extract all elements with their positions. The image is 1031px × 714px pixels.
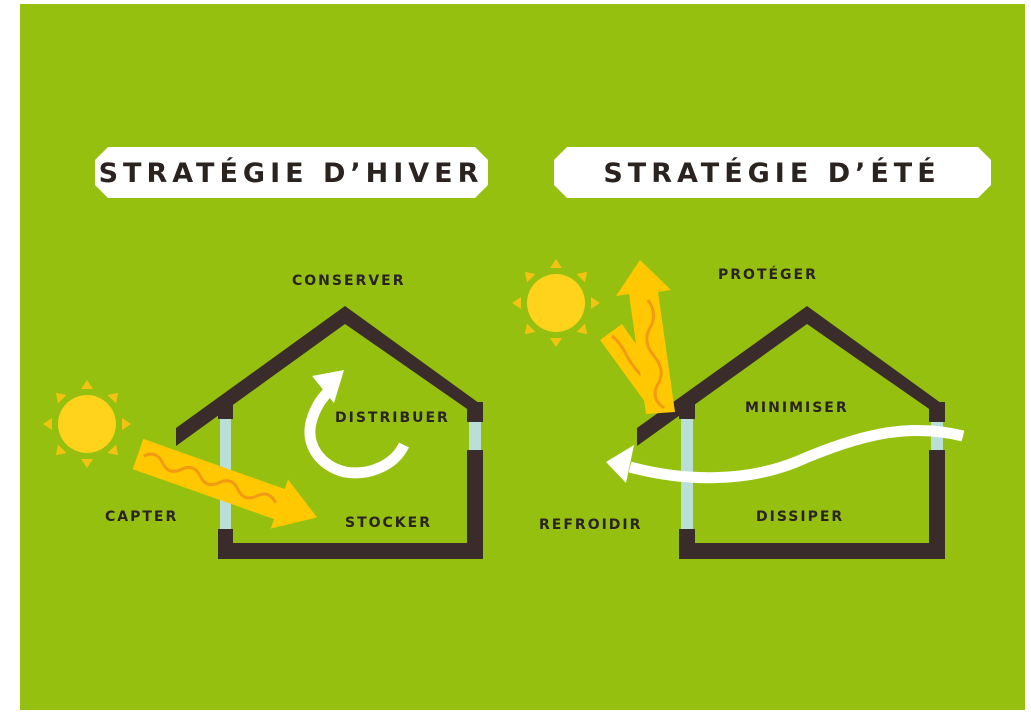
diagram-canvas: STRATÉGIE D’HIVER STRATÉGIE D’ÉTÉ [20, 4, 1025, 710]
summer-roof [637, 306, 945, 446]
winter-window-right [469, 422, 481, 450]
label-capter: CAPTER [105, 509, 178, 525]
summer-floor [679, 543, 945, 559]
label-dissiper: DISSIPER [756, 509, 844, 525]
summer-wall-right-bottom [929, 450, 945, 559]
winter-wall-left-top [218, 402, 233, 419]
label-proteger: PROTÉGER [718, 266, 818, 283]
winter-wall-right-bottom [467, 450, 483, 559]
summer-title: STRATÉGIE D’ÉTÉ [603, 157, 940, 189]
label-refroidir: REFROIDIR [539, 517, 642, 533]
summer-title-banner: STRATÉGIE D’ÉTÉ [554, 147, 991, 198]
sun-icon [512, 259, 600, 347]
summer-wall-left-top [679, 402, 695, 419]
label-distribuer: DISTRIBUER [335, 410, 450, 426]
winter-floor [218, 543, 483, 559]
winter-title: STRATÉGIE D’HIVER [99, 157, 484, 189]
sun-icon [43, 380, 131, 468]
summer-house [637, 306, 945, 559]
circulation-arrow [304, 370, 409, 479]
summer-wall-right-top [929, 402, 945, 422]
winter-wall-right-top [467, 402, 483, 422]
label-minimiser: MINIMISER [745, 400, 849, 416]
label-conserver: CONSERVER [292, 273, 406, 289]
heat-beam-arrow [132, 438, 318, 529]
winter-title-banner: STRATÉGIE D’HIVER [95, 147, 488, 198]
label-stocker: STOCKER [345, 515, 432, 531]
reflected-beam-arrow [616, 260, 675, 414]
winter-roof [176, 306, 483, 446]
wind-arrow [606, 424, 965, 484]
diagram-panel: STRATÉGIE D’HIVER STRATÉGIE D’ÉTÉ [20, 4, 1025, 710]
